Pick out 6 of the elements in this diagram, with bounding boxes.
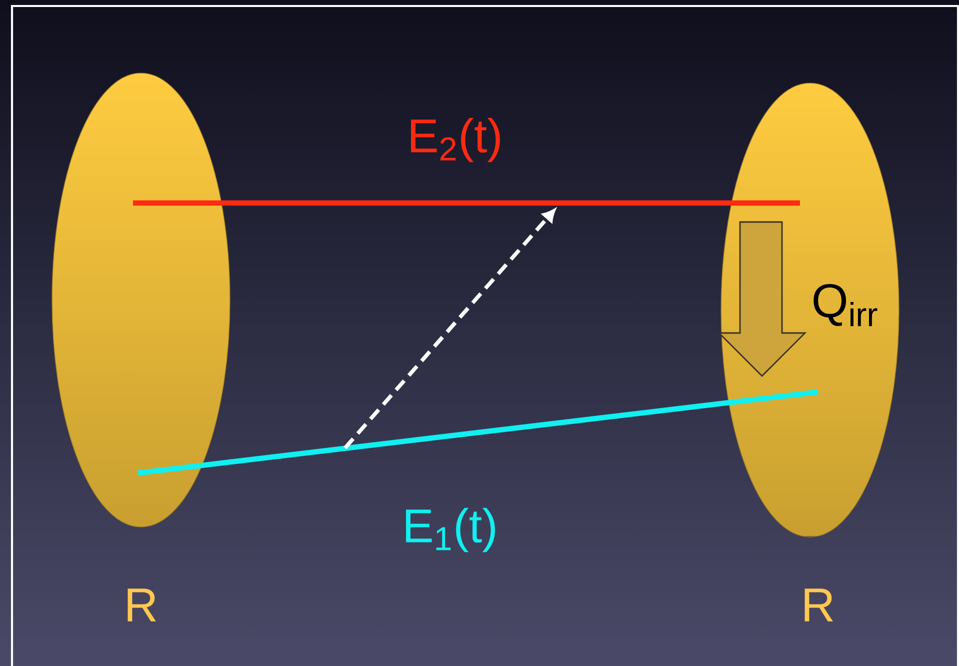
reservoir-label: R — [128, 588, 156, 622]
energy-level: E$_{1}$(t) — [138, 389, 818, 552]
heat-label: Q$_{irr}$ — [814, 284, 878, 326]
energy-level: E$_{2}$(t) — [133, 118, 800, 206]
reservoir-label: R — [804, 588, 833, 622]
dashed-arrow — [344, 209, 556, 450]
